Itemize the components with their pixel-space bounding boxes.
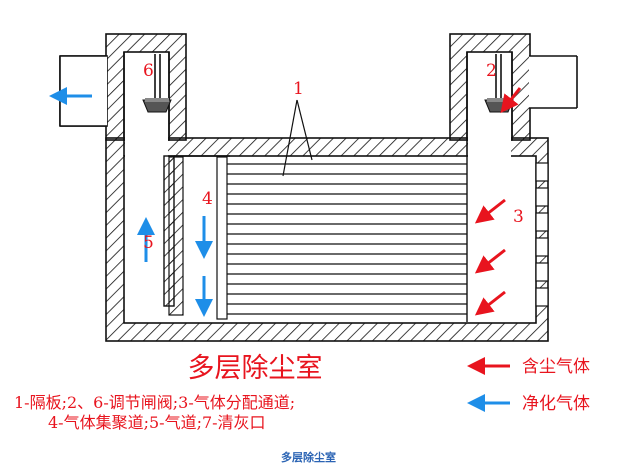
callout-1: 1 bbox=[293, 79, 304, 99]
callout-4: 4 bbox=[202, 189, 213, 209]
diagram-title: 多层除尘室 bbox=[188, 353, 323, 384]
clean-gas-arrows bbox=[49, 87, 213, 317]
callout-3: 3 bbox=[513, 207, 524, 227]
callout-5: 5 bbox=[143, 233, 154, 253]
outlet-duct bbox=[59, 55, 108, 127]
callout-2: 2 bbox=[486, 61, 497, 81]
partition-plates bbox=[227, 163, 467, 315]
legend-line-2: 4-气体集聚道;5-气道;7-清灰口 bbox=[48, 413, 266, 432]
key-dusty-gas: 含尘气体 bbox=[467, 357, 590, 377]
cleanout-doors bbox=[535, 162, 549, 307]
key-clean-gas: 净化气体 bbox=[467, 394, 590, 414]
figure-caption: 多层除尘室 bbox=[281, 451, 336, 464]
legend-line-1: 1-隔板;2、6-调节闸阀;3-气体分配通道; bbox=[14, 393, 295, 412]
leader-lines bbox=[282, 99, 313, 177]
callout-6: 6 bbox=[143, 61, 154, 81]
key-clean-gas-label: 净化气体 bbox=[522, 394, 590, 414]
damper-6 bbox=[142, 54, 172, 113]
dusty-gas-arrows bbox=[474, 87, 522, 316]
key-dusty-gas-label: 含尘气体 bbox=[522, 357, 590, 377]
inlet-duct bbox=[529, 55, 578, 109]
